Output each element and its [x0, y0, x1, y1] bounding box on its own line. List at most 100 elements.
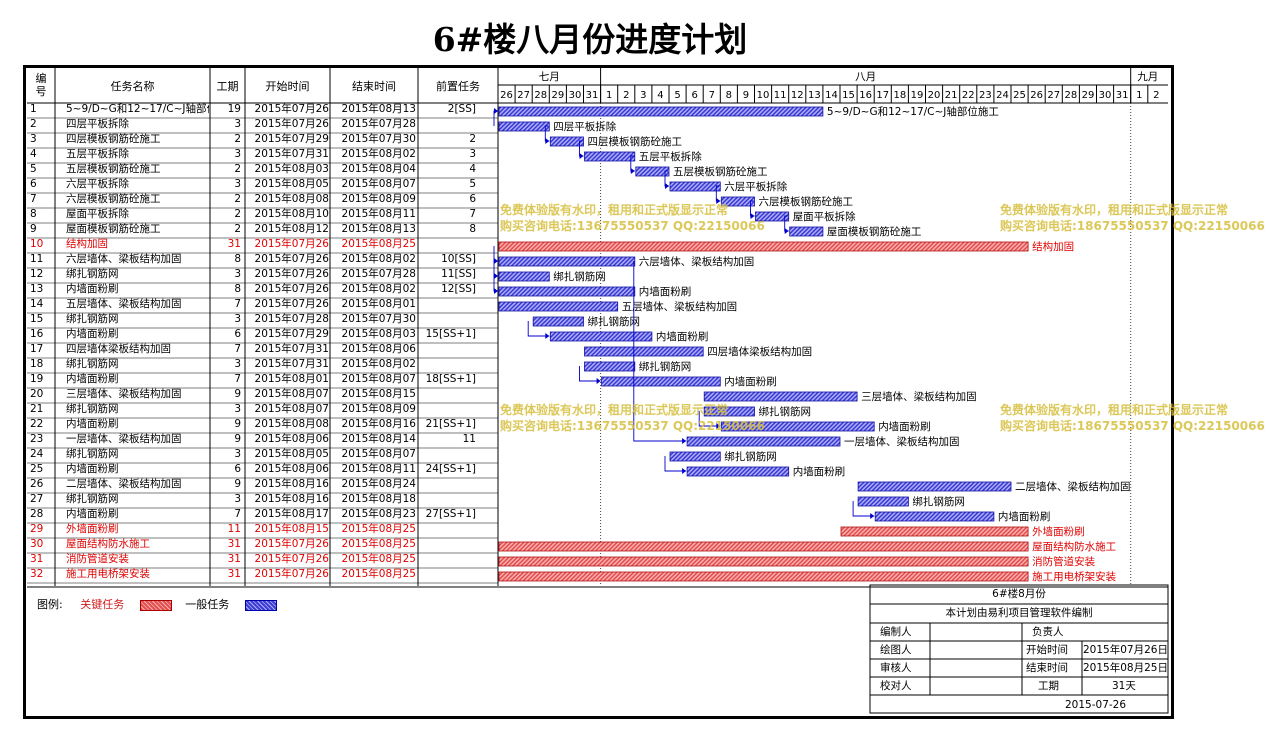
- day-label: 1: [606, 90, 612, 101]
- schedule-frame: [23, 65, 1174, 719]
- info-end-value: 2015年08月25日: [1083, 662, 1168, 674]
- dependency-arrow: [716, 198, 721, 204]
- task-id: 17: [30, 343, 44, 355]
- task-name: 内墙面粉刷: [66, 418, 119, 430]
- task-end: 2015年08月25: [341, 568, 416, 580]
- task-id: 28: [30, 508, 44, 520]
- task-id: 19: [30, 373, 44, 385]
- task-predecessor: 15[SS+1]: [425, 328, 476, 340]
- task-duration: 3: [234, 178, 241, 190]
- watermark-line1: 免费体验版有水印，租用和正式版显示正常: [1000, 403, 1229, 417]
- day-label: 18: [893, 90, 906, 101]
- task-duration: 3: [234, 448, 241, 460]
- day-label: 8: [726, 90, 732, 101]
- day-label: 12: [791, 90, 804, 101]
- task-duration: 3: [234, 148, 241, 160]
- task-name: 五层模板钢筋砼施工: [66, 163, 161, 175]
- dependency-arrow: [682, 468, 687, 474]
- day-label: 28: [534, 90, 547, 101]
- dependency-arrow: [494, 273, 498, 279]
- watermark-line2: 购买咨询电话:13675550537 QQ:22150066: [500, 419, 765, 433]
- task-name: 三层墙体、梁板结构加固: [66, 388, 182, 400]
- day-label: 15: [842, 90, 855, 101]
- task-end: 2015年08月25: [341, 523, 416, 535]
- task-id: 18: [30, 358, 44, 370]
- gantt-bar-label: 绑扎钢筋网: [588, 315, 641, 328]
- watermark-line2: 购买咨询电话:13675550537 QQ:22150066: [500, 219, 765, 233]
- column-header-id-1: 编: [36, 71, 47, 85]
- task-predecessor: 11: [462, 433, 476, 445]
- task-id: 25: [30, 463, 44, 475]
- gantt-bar-label: 五层模板钢筋砼施工: [673, 165, 768, 178]
- day-label: 14: [825, 90, 838, 101]
- column-header-end: 结束时间: [352, 80, 396, 93]
- task-end: 2015年08月02: [341, 148, 416, 160]
- info-reviewer: 审核人: [880, 662, 912, 674]
- task-start: 2015年07月26: [254, 283, 329, 295]
- info-duration-label: 工期: [1038, 680, 1059, 692]
- legend: 图例: 关键任务 一般任务: [37, 596, 287, 612]
- task-start: 2015年08月08: [254, 193, 329, 205]
- column-header-id-2: 号: [36, 85, 47, 98]
- task-end: 2015年08月02: [341, 358, 416, 370]
- task-name: 内墙面粉刷: [66, 283, 119, 295]
- task-duration: 8: [234, 283, 241, 295]
- task-name: 绑扎钢筋网: [66, 493, 119, 505]
- task-duration: 3: [234, 268, 241, 280]
- dependency-arrow: [545, 138, 550, 144]
- gantt-bar: [549, 136, 584, 147]
- task-end: 2015年08月11: [341, 463, 416, 475]
- task-name: 绑扎钢筋网: [66, 358, 119, 370]
- task-name: 内墙面粉刷: [66, 463, 119, 475]
- task-id: 7: [30, 193, 37, 205]
- task-id: 14: [30, 298, 44, 310]
- gantt-bar-label: 六层模板钢筋砼施工: [759, 195, 854, 208]
- gantt-bar: [498, 121, 550, 132]
- task-end: 2015年07月30: [341, 133, 416, 145]
- gantt-bar: [635, 166, 670, 177]
- task-duration: 7: [234, 508, 241, 520]
- dependency-arrow: [665, 183, 669, 189]
- task-start: 2015年08月01: [254, 373, 329, 385]
- task-duration: 7: [234, 298, 241, 310]
- task-duration: 3: [234, 313, 241, 325]
- task-start: 2015年08月12: [254, 223, 329, 235]
- column-header-start: 开始时间: [266, 79, 310, 93]
- column-header-duration: 工期: [217, 80, 239, 93]
- day-label: 26: [500, 90, 513, 101]
- gantt-bar-label: 外墙面粉刷: [1032, 525, 1085, 538]
- dependency-connector: [698, 411, 721, 427]
- task-id: 27: [30, 493, 44, 505]
- task-name: 外墙面粉刷: [66, 523, 119, 535]
- task-start: 2015年08月16: [254, 493, 329, 505]
- dependency-arrow: [716, 423, 721, 429]
- task-start: 2015年07月26: [254, 268, 329, 280]
- gantt-bar-label: 五层平板拆除: [639, 150, 702, 163]
- task-end: 2015年08月25: [341, 553, 416, 565]
- legend-label: 图例:: [37, 598, 63, 611]
- legend-critical-label: 关键任务: [80, 598, 125, 611]
- day-label: 5: [674, 90, 680, 101]
- day-label: 22: [962, 90, 975, 101]
- task-start: 2015年07月31: [254, 148, 329, 160]
- task-predecessor: 27[SS+1]: [425, 508, 476, 520]
- task-end: 2015年08月11: [341, 208, 416, 220]
- gantt-bar-label: 内墙面粉刷: [639, 285, 692, 298]
- task-duration: 9: [234, 418, 241, 430]
- task-start: 2015年07月26: [254, 538, 329, 550]
- gantt-bar: [686, 466, 790, 477]
- task-name: 消防管道安装: [66, 553, 129, 565]
- info-note: 本计划由易利项目管理软件编制: [945, 607, 1093, 619]
- gantt-bar: [857, 481, 1012, 492]
- gantt-bar: [498, 256, 636, 267]
- day-label: 2: [1153, 90, 1159, 101]
- dependency-arrow: [494, 258, 498, 264]
- task-predecessor: 7: [469, 208, 476, 220]
- gantt-bar: [498, 241, 1029, 252]
- gantt-bar-label: 绑扎钢筋网: [724, 450, 777, 463]
- task-name: 二层墙体、梁板结构加固: [66, 478, 182, 490]
- task-end: 2015年08月15: [341, 388, 416, 400]
- task-id: 26: [30, 478, 44, 490]
- dependency-arrow: [784, 228, 789, 234]
